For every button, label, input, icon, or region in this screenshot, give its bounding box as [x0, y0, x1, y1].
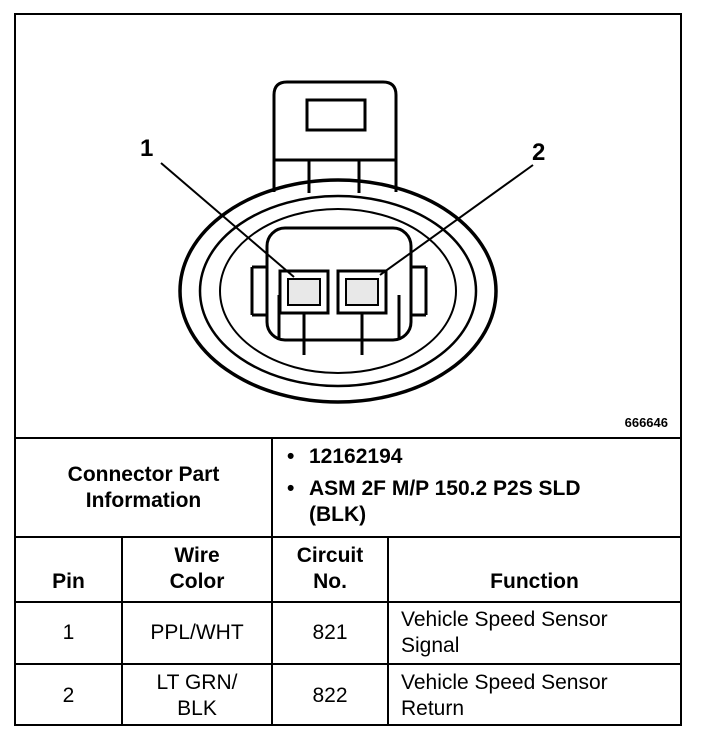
- circuit-no-cell: 821: [271, 601, 389, 665]
- pin-cell: 2: [16, 663, 123, 726]
- terminal-block: [265, 226, 413, 342]
- circuit-no-cell: 822: [271, 663, 389, 726]
- table-header-row: Pin Wire Color Circuit No. Function: [16, 536, 680, 603]
- connector-seal: [219, 208, 457, 374]
- pin-1-label: 1: [140, 135, 154, 162]
- connector-part-list-cell: 12162194 ASM 2F M/P 150.2 P2S SLD (BLK): [271, 439, 680, 538]
- table-row: 1 PPL/WHT 821 Vehicle Speed Sensor Signa…: [16, 601, 680, 665]
- part-description: ASM 2F M/P 150.2 P2S SLD (BLK): [287, 476, 609, 528]
- function-cell: Vehicle Speed Sensor Return: [387, 663, 680, 726]
- circuit-no-header: Circuit No.: [271, 536, 389, 603]
- function-cell: Vehicle Speed Sensor Signal: [387, 601, 680, 665]
- connector-drawing: 1 2 666646: [16, 15, 680, 439]
- tab-window: [305, 98, 367, 132]
- wire-color-cell: PPL/WHT: [121, 601, 273, 665]
- part-info-row: Connector Part Information 12162194 ASM …: [16, 439, 680, 538]
- connector-housing-outer: [178, 178, 498, 404]
- part-number-list: 12162194 ASM 2F M/P 150.2 P2S SLD (BLK): [273, 444, 680, 528]
- pin-2-leader-line: [379, 164, 534, 276]
- part-number: 12162194: [287, 444, 680, 470]
- connector-diagram-frame: 1 2 666646 Connector Part Information 12…: [14, 13, 682, 726]
- connector-housing-inner: [198, 194, 478, 388]
- connector-part-info-label: Connector Part Information: [16, 439, 273, 538]
- figure-number: 666646: [624, 415, 668, 430]
- wire-color-header: Wire Color: [121, 536, 273, 603]
- pin-2-label: 2: [532, 139, 546, 166]
- table-row: 2 LT GRN/ BLK 822 Vehicle Speed Sensor R…: [16, 663, 680, 726]
- pin-cell: 1: [16, 601, 123, 665]
- connector-illustration: [160, 80, 534, 404]
- locking-tab: [272, 80, 398, 192]
- pin-header: Pin: [16, 536, 123, 603]
- function-header: Function: [387, 536, 680, 603]
- wire-color-cell: LT GRN/ BLK: [121, 663, 273, 726]
- pin-1-leader-line: [160, 162, 295, 278]
- connector-info-table: Connector Part Information 12162194 ASM …: [16, 439, 680, 726]
